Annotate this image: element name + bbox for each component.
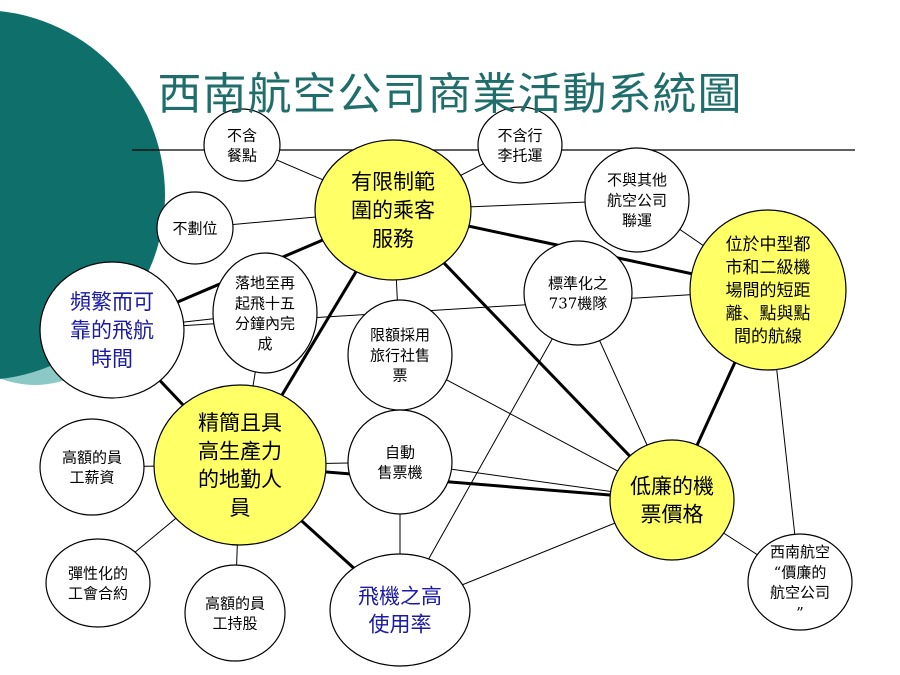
- node-shape-n11: [153, 384, 327, 546]
- node-label-n8-line-3: 成: [257, 335, 272, 353]
- node-shape-n9: [523, 240, 633, 346]
- node-shape-n2: [477, 106, 563, 184]
- node-label-n8-line-1: 起飛十五: [235, 294, 295, 312]
- node-label-n6-line-3: 離、點與點: [726, 304, 811, 324]
- node-label-n15-line-0: 彈性化的: [68, 564, 128, 582]
- node-shape-n17: [329, 553, 471, 667]
- node-label-n12-line-0: 高額的員: [62, 448, 122, 466]
- node-shape-n16: [184, 564, 286, 662]
- node-label-n13-line-0: 自動: [385, 443, 415, 461]
- node-label-n11-line-1: 高生產力: [198, 439, 282, 463]
- node-label-n6-line-1: 市和二級機: [726, 258, 811, 278]
- node-label-n6-line-2: 場間的短距: [726, 281, 811, 301]
- node-label-n5-line-0: 不劃位: [172, 219, 217, 237]
- node-label-n11-line-2: 的地勤人: [198, 468, 282, 492]
- node-label-n14-line-1: 票價格: [641, 503, 704, 527]
- node-label-n15-line-1: 工會合約: [68, 585, 128, 603]
- node-label-n8-line-2: 分鐘內完: [235, 315, 295, 333]
- node-label-n2-line-0: 不含行: [497, 126, 542, 144]
- node-label-n11-line-3: 員: [230, 496, 251, 520]
- node-label-n8-line-0: 落地至再: [235, 274, 295, 292]
- node-label-n1-line-0: 不含: [227, 126, 257, 144]
- node-label-n16-line-0: 高額的員: [205, 594, 265, 612]
- node-label-n9-line-1: 737機隊: [549, 295, 608, 313]
- node-shape-n7: [39, 261, 185, 399]
- node-label-n6-line-4: 間的航線: [734, 327, 802, 347]
- node-shape-n8: [212, 252, 318, 374]
- node-shape-n12: [39, 418, 145, 516]
- node-label-n4-line-0: 有限制範: [351, 170, 435, 194]
- node-label-n10-line-1: 旅行社售: [370, 346, 430, 364]
- node-label-n18-line-2: 航空公司: [770, 584, 830, 602]
- node-label-n1-line-1: 餐點: [227, 147, 257, 165]
- node-shape-n14: [609, 439, 735, 561]
- node-label-n18-line-0: 西南航空: [770, 543, 830, 561]
- node-label-n13-line-1: 售票機: [377, 464, 422, 482]
- node-shape-n6: [689, 209, 847, 371]
- node-label-n4-line-2: 服務: [372, 227, 414, 251]
- node-label-n3-line-0: 不與其他: [607, 171, 667, 189]
- node-shape-n15: [45, 538, 151, 628]
- node-shape-n18: [747, 533, 853, 631]
- node-label-n7-line-2: 時間: [91, 347, 133, 371]
- node-label-n3-line-2: 聯運: [622, 212, 652, 230]
- node-n9: 標準化之 737機隊: [523, 240, 633, 346]
- node-label-n3-line-1: 航空公司: [607, 191, 667, 209]
- node-n5: 不劃位: [156, 191, 234, 265]
- node-label-n4-line-1: 圍的乘客: [351, 199, 435, 223]
- node-label-n7-line-1: 靠的飛航: [70, 319, 154, 343]
- node-label-n18-line-1: “價廉的: [774, 563, 827, 581]
- edge-n9-n17: [399, 292, 579, 611]
- node-label-n12-line-1: 工薪資: [69, 469, 114, 487]
- node-label-n17-line-1: 使用率: [369, 613, 432, 637]
- node-label-n17-line-0: 飛機之高: [358, 584, 442, 608]
- node-shape-n3: [584, 147, 690, 253]
- page-title: 西南航空公司商業活動系統圖: [157, 69, 743, 120]
- node-label-n10-line-0: 限額採用: [370, 326, 430, 344]
- node-label-n9-line-0: 標準化之: [548, 274, 608, 292]
- node-shape-n5: [156, 191, 234, 265]
- node-layer: 不含餐點不含行李托運不與其他航空公司聯運有限制範圍的乘客服務不劃位位於中型都市和…: [39, 106, 853, 667]
- node-shape-n1: [203, 108, 281, 182]
- node-label-n2-line-1: 李托運: [497, 147, 542, 165]
- node-shape-n13: [347, 409, 453, 515]
- node-shape-n4: [314, 139, 472, 281]
- node-label-n6-line-0: 位於中型都: [726, 235, 811, 255]
- node-label-n10-line-2: 票: [392, 367, 407, 385]
- node-label-n11-line-0: 精簡且具: [198, 411, 282, 435]
- node-label-n18-line-3: ”: [796, 604, 804, 622]
- node-label-n7-line-0: 頻繁而可: [70, 290, 154, 314]
- node-label-n16-line-1: 工持股: [212, 615, 257, 633]
- node-label-n14-line-0: 低廉的機: [630, 474, 714, 498]
